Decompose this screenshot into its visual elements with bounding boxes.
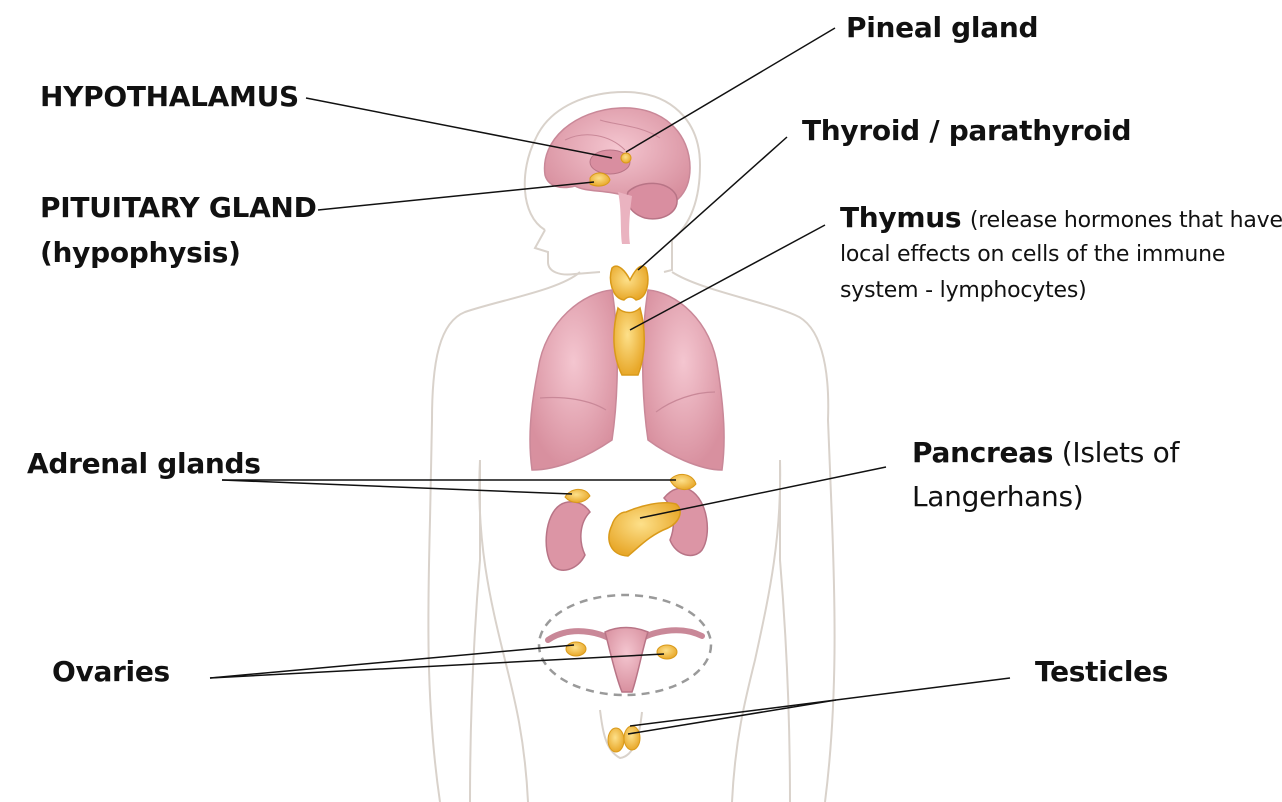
left-ovary xyxy=(565,641,587,657)
hypothalamus-leader xyxy=(305,97,613,159)
thyroid-gland xyxy=(609,265,649,301)
testicles-glands xyxy=(599,709,643,760)
testicles-leader-lower xyxy=(627,699,837,735)
thymus-note-line-1: (release hormones that have xyxy=(969,208,1282,233)
pineal-leader xyxy=(625,27,836,153)
ovaries-leader-right xyxy=(209,653,665,679)
right-shoulder-arm xyxy=(671,271,836,802)
left-torso-side xyxy=(478,459,529,802)
label-testicles: Testicles xyxy=(1035,655,1169,688)
left-testicle xyxy=(607,727,625,753)
label-pancreas: Pancreas (Islets of xyxy=(912,436,1180,469)
label-hypothalamus: HYPOTHALAMUS xyxy=(40,80,299,113)
brain-stem xyxy=(618,192,632,244)
left-kidney xyxy=(545,501,591,571)
pancreas-note-line-1: (Islets of xyxy=(1061,436,1180,469)
label-thymus: Thymus (release hormones that have xyxy=(840,201,1282,234)
thymus-leader xyxy=(629,224,826,331)
left-adrenal-gland xyxy=(564,488,591,503)
label-ovaries: Ovaries xyxy=(52,655,170,688)
pituitary-leader xyxy=(317,181,595,211)
label-pineal-gland: Pineal gland xyxy=(846,11,1039,44)
right-inner-arm xyxy=(779,460,791,802)
brain xyxy=(543,107,691,244)
right-torso-side xyxy=(731,459,782,802)
pituitary-gland-shape xyxy=(589,172,611,187)
left-shoulder-arm xyxy=(427,271,581,802)
head-outline xyxy=(523,90,702,273)
kidneys xyxy=(545,474,709,571)
thyroid-leader xyxy=(637,136,788,271)
adrenal-leader-left xyxy=(221,479,573,495)
right-lung xyxy=(641,289,725,471)
label-hypophysis: (hypophysis) xyxy=(40,236,241,269)
label-pituitary-gland: PITUITARY GLAND xyxy=(40,191,317,224)
right-testicle xyxy=(623,725,641,751)
cerebellum xyxy=(626,182,678,220)
thymus-note-line-3: system - lymphocytes) xyxy=(840,278,1087,303)
uterus-and-ovaries xyxy=(545,626,705,693)
left-lung xyxy=(529,289,619,471)
leader-lines xyxy=(209,27,1011,735)
lungs xyxy=(529,289,725,471)
pancreas-gland xyxy=(608,501,681,557)
pancreas-note-line-2: Langerhans) xyxy=(912,480,1084,513)
uterus xyxy=(604,626,649,693)
label-thyroid: Thyroid / parathyroid xyxy=(802,114,1132,147)
lung-lobe-lines xyxy=(539,391,716,413)
label-adrenal-glands: Adrenal glands xyxy=(27,447,261,480)
face-outline xyxy=(533,229,601,276)
pancreas-leader xyxy=(639,466,887,519)
body-silhouette xyxy=(427,90,836,802)
thymus-note-line-2: local effects on cells of the immune xyxy=(840,242,1226,267)
pineal-gland-shape xyxy=(620,152,632,164)
pelvic-dashed-outline xyxy=(537,593,713,697)
scrotum-outline xyxy=(599,709,643,760)
thymus-gland xyxy=(613,306,646,376)
left-inner-arm xyxy=(469,460,481,802)
right-ovary xyxy=(656,644,678,660)
ovaries-leader-left xyxy=(209,644,575,679)
right-adrenal-gland xyxy=(669,474,697,490)
